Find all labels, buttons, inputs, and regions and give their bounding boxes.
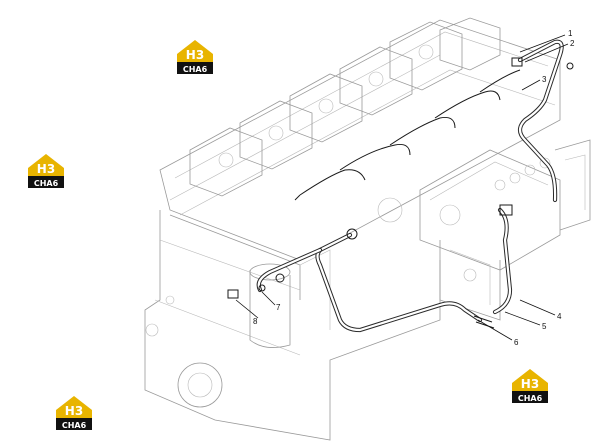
watermark-logo-1: H3 CHA6 (173, 36, 217, 76)
callout-6: 6 (514, 338, 519, 347)
svg-text:CHA6: CHA6 (62, 421, 87, 430)
engine-block (144, 197, 441, 441)
leader-lines (235, 34, 569, 341)
svg-text:CHA6: CHA6 (34, 179, 59, 188)
injector-lines (294, 69, 521, 201)
svg-text:H3: H3 (37, 162, 55, 176)
svg-text:CHA6: CHA6 (183, 65, 208, 74)
cylinder-head (159, 17, 561, 261)
callout-5: 5 (542, 322, 547, 331)
fuel-supply-pipe (256, 207, 513, 333)
fittings (227, 57, 574, 329)
injection-pump (419, 139, 591, 321)
callout-4: 4 (557, 312, 562, 321)
callout-1: 1 (568, 29, 573, 38)
fuel-return-pipe (517, 39, 564, 203)
callout-7: 7 (276, 303, 281, 312)
svg-text:H3: H3 (186, 48, 204, 62)
callout-3: 3 (542, 75, 547, 84)
watermark-logo-3: H3 CHA6 (508, 365, 552, 405)
callout-2: 2 (570, 39, 575, 48)
svg-text:H3: H3 (65, 404, 83, 418)
callout-labels: 1 2 3 4 5 6 7 8 (253, 29, 575, 347)
svg-text:H3: H3 (521, 377, 539, 391)
callout-8: 8 (253, 317, 258, 326)
watermark-logo-4: H3 CHA6 (52, 392, 96, 432)
watermark-logo-2: H3 CHA6 (24, 150, 68, 190)
svg-text:CHA6: CHA6 (518, 394, 543, 403)
